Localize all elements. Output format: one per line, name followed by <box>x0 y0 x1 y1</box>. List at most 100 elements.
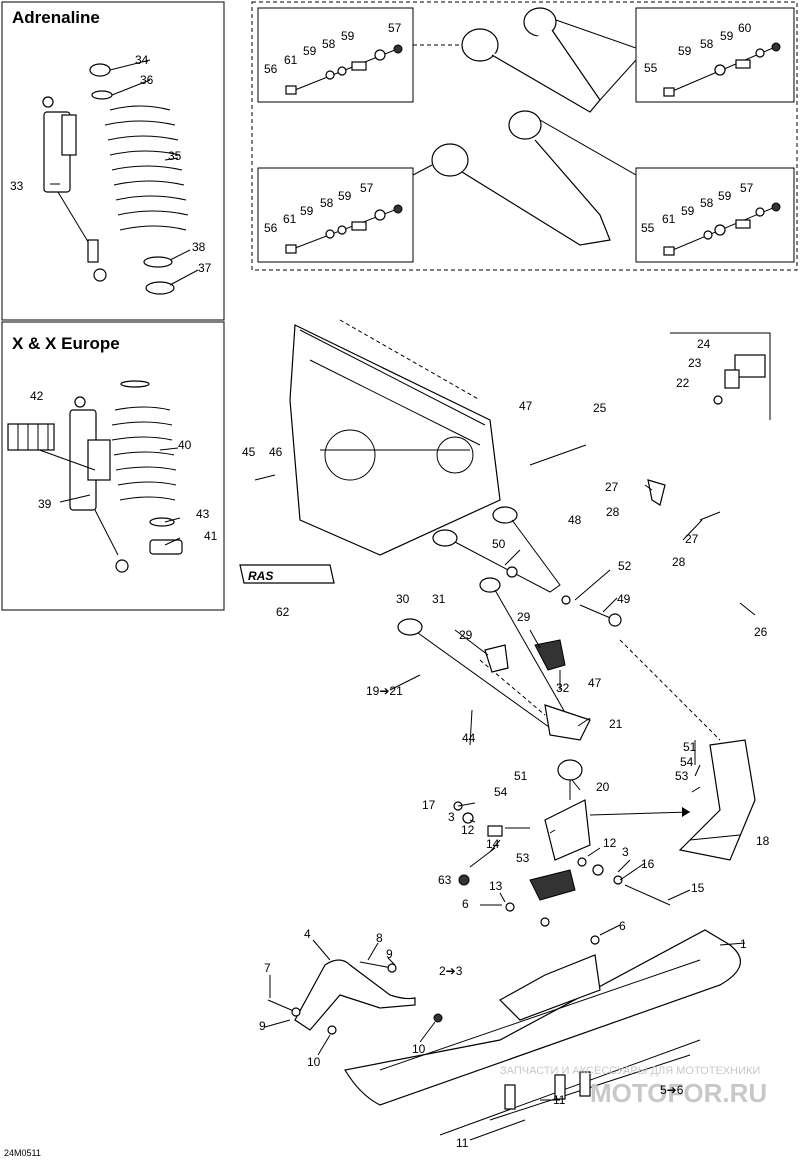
ref-label: 30 <box>396 592 410 606</box>
ref-label: 9 <box>386 947 393 961</box>
ref-label: 55 <box>644 61 658 75</box>
steering-arm-drawing <box>619 639 756 861</box>
lower-a-arm-main-drawing <box>397 577 591 741</box>
ref-label: 10 <box>307 1055 321 1069</box>
ref-label: 12 <box>461 823 475 837</box>
ref-label: 10 <box>412 1042 426 1056</box>
ref-label: 56 <box>264 221 278 235</box>
ref-label: 19➔21 <box>366 684 403 698</box>
ref-label: 38 <box>192 240 206 254</box>
ras-logo-text: RAS <box>248 569 274 583</box>
upper-a-arm-main-drawing <box>432 506 571 605</box>
ref-label: 61 <box>284 53 298 67</box>
ras-logo <box>239 564 335 584</box>
adrenaline-panel-title: Adrenaline <box>12 8 100 27</box>
ref-label: 2➔3 <box>439 964 463 978</box>
spindle-drawing <box>544 799 691 861</box>
ref-label: 52 <box>618 559 632 573</box>
ref-label: 36 <box>140 73 154 87</box>
ref-label: 45 <box>242 445 256 459</box>
spindle-hardware-drawing <box>453 801 671 906</box>
adrenaline-panel-frame <box>1 1 225 321</box>
watermark-brand: MOTOFOR.RU <box>590 1078 768 1108</box>
ref-label: 11 <box>553 1093 566 1107</box>
ref-label: 31 <box>432 592 446 606</box>
ref-label: 39 <box>38 497 52 511</box>
bolt-stack-bottom-right <box>663 202 781 256</box>
ref-label: 50 <box>492 537 506 551</box>
adrenaline-spring-drawing <box>89 63 189 295</box>
bolt-stack-bottom-left <box>285 204 403 254</box>
ref-label: 29 <box>459 628 473 642</box>
ref-label: 5➔6 <box>660 1083 684 1097</box>
adrenaline-shock-drawing <box>42 96 107 282</box>
ref-label: 15 <box>691 881 705 895</box>
hardware-box-bottom-right <box>635 167 795 263</box>
ref-label: 33 <box>10 179 24 193</box>
ref-label: 46 <box>269 445 283 459</box>
ref-label: 58 <box>320 196 334 210</box>
ref-label: 59 <box>300 204 314 218</box>
ref-label: 6 <box>619 919 626 933</box>
ref-label: 22 <box>676 376 690 390</box>
ref-label: 27 <box>685 532 699 546</box>
ref-label: 12 <box>603 836 617 850</box>
ref-label: 11 <box>456 1136 469 1150</box>
ref-label: 57 <box>360 181 374 195</box>
ref-label: 55 <box>641 221 655 235</box>
ref-label: 7 <box>264 961 271 975</box>
ball-joint-drawing <box>557 759 583 800</box>
hardware-box-bottom-left <box>257 167 414 263</box>
ref-label: 26 <box>754 625 768 639</box>
x-europe-panel-title: X & X Europe <box>12 334 120 353</box>
ref-label: 47 <box>588 676 602 690</box>
ref-label: 25 <box>593 401 607 415</box>
x-europe-panel-frame <box>1 321 225 611</box>
ref-label: 1 <box>740 937 747 951</box>
sway-bar-clamp-drawing <box>647 479 721 521</box>
ref-label: 28 <box>672 555 686 569</box>
ref-label: 43 <box>196 507 210 521</box>
watermark-tagline: ЗАПЧАСТИ И АКСЕССУАРЫ ДЛЯ МОТОТЕХНИКИ <box>500 1065 761 1077</box>
ref-label: 49 <box>617 592 631 606</box>
ref-label: 58 <box>322 37 336 51</box>
ref-label: 18 <box>756 834 770 848</box>
ref-label: 32 <box>556 681 570 695</box>
ref-label: 35 <box>168 149 182 163</box>
ref-label: 40 <box>178 438 192 452</box>
ref-label: 59 <box>338 189 352 203</box>
ref-label: 34 <box>135 53 149 67</box>
ref-label: 56 <box>264 62 278 76</box>
ref-label: 61 <box>662 212 676 226</box>
ref-label: 57 <box>740 181 754 195</box>
ref-label: 29 <box>517 610 531 624</box>
hardware-box-top-left <box>257 7 414 103</box>
ref-label: 16 <box>641 857 655 871</box>
ref-label: 42 <box>30 389 44 403</box>
ref-label: 51 <box>514 769 528 783</box>
tie-rod-end-drawing <box>579 604 622 627</box>
adjuster-knob-set <box>7 423 55 451</box>
ref-label: 13 <box>489 879 503 893</box>
upper-a-arm-drawing <box>413 7 637 113</box>
ref-label: 59 <box>718 189 732 203</box>
x-spring-drawing <box>111 380 183 555</box>
ref-label: 62 <box>276 605 290 619</box>
ref-label: 53 <box>675 769 689 783</box>
ref-label: 60 <box>738 21 752 35</box>
ref-label: 59 <box>303 44 317 58</box>
ref-label: 9 <box>259 1019 266 1033</box>
ref-label: 21 <box>609 717 623 731</box>
ref-label: 14 <box>486 837 500 851</box>
ref-label: 8 <box>376 931 383 945</box>
diagram-code: 24M0511 <box>4 1148 41 1158</box>
ref-label: 54 <box>494 785 508 799</box>
sway-bar-drawing <box>518 452 798 604</box>
ref-label: 47 <box>519 399 533 413</box>
ref-label: 24 <box>697 337 711 351</box>
sway-bar-link-drawing <box>670 332 771 420</box>
ref-label: 58 <box>700 196 714 210</box>
ref-label: 44 <box>462 731 476 745</box>
ref-label: 3 <box>448 810 455 824</box>
